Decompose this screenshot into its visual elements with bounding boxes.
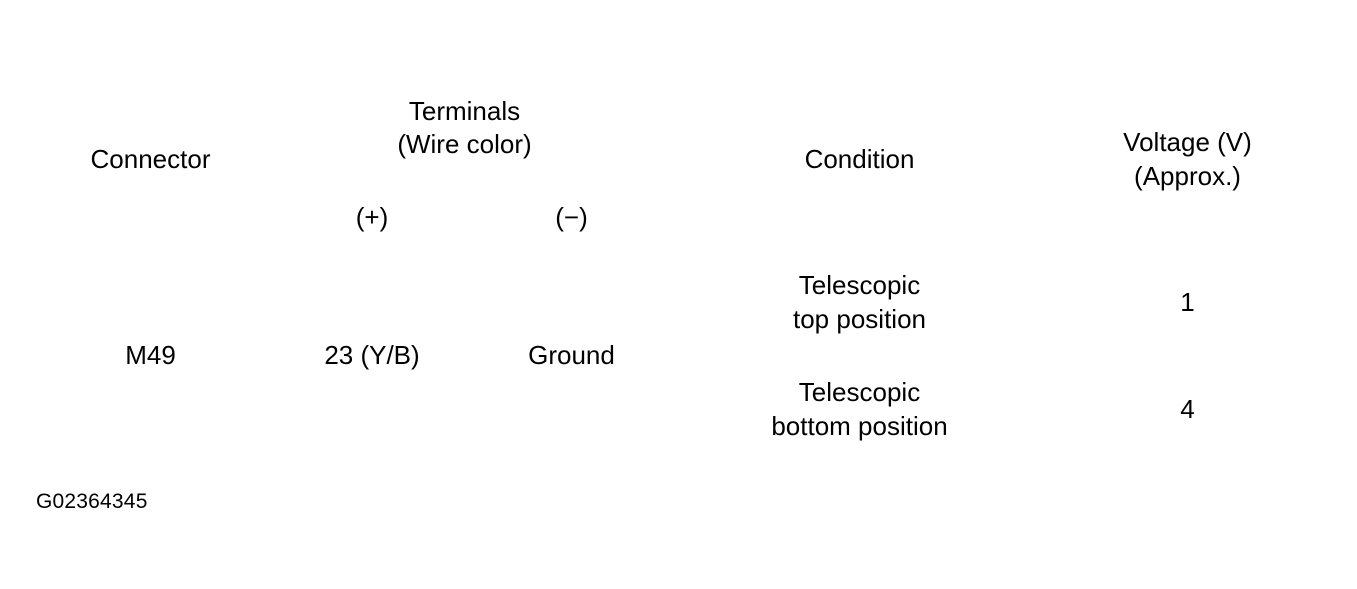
cell-voltage: 4 [1055, 356, 1320, 463]
header-label-positive: (+) [355, 201, 389, 232]
header-label-terminals: Terminals [408, 95, 521, 126]
cell-terminal-positive: 23 (Y/B) [265, 249, 479, 463]
cell-voltage: 1 [1055, 249, 1320, 356]
cell-connector: M49 [36, 249, 265, 463]
value-condition-line2: bottom position [771, 410, 948, 441]
value-voltage: 1 [1180, 286, 1195, 317]
value-terminal-negative: Ground [528, 340, 615, 371]
figure-caption: G02364345 [36, 490, 148, 513]
value-condition-line1: Telescopic [798, 377, 921, 408]
header-cell-condition: Condition [664, 70, 1055, 249]
table-row: Telescopic bottom position 4 [36, 356, 1320, 463]
header-cell-terminal-positive: (+) [265, 186, 479, 249]
cell-terminal-negative: Ground [479, 249, 664, 463]
header-cell-connector: Connector [36, 70, 265, 249]
header-label-voltage-sub: (Approx.) [1134, 160, 1241, 191]
value-voltage: 4 [1180, 393, 1195, 424]
header-label-condition: Condition [804, 143, 915, 174]
table-row: M49 23 (Y/B) Ground Telescopic top posit… [36, 249, 1320, 370]
value-terminal-positive: 23 (Y/B) [324, 340, 420, 371]
cell-condition: Telescopic bottom position [664, 356, 1055, 463]
header-cell-voltage: Voltage (V) (Approx.) [1055, 70, 1320, 249]
header-label-terminals-sub: (Wire color) [397, 129, 532, 159]
header-label-connector: Connector [90, 143, 211, 174]
header-cell-terminal-negative: (−) [479, 186, 664, 249]
voltage-specification-table: Connector Terminals (Wire color) Conditi… [36, 70, 1320, 463]
value-condition-line1: Telescopic [798, 270, 921, 301]
table-header-row-secondary: (+) (−) [36, 186, 1320, 249]
header-label-negative: (−) [555, 201, 588, 232]
value-connector: M49 [125, 340, 176, 371]
header-cell-terminals: Terminals (Wire color) [265, 70, 664, 186]
value-condition-line2: top position [793, 303, 926, 334]
table-header-row-primary: Connector Terminals (Wire color) Conditi… [36, 70, 1320, 191]
header-label-voltage: Voltage (V) [1123, 127, 1252, 158]
cell-condition: Telescopic top position [664, 249, 1055, 356]
